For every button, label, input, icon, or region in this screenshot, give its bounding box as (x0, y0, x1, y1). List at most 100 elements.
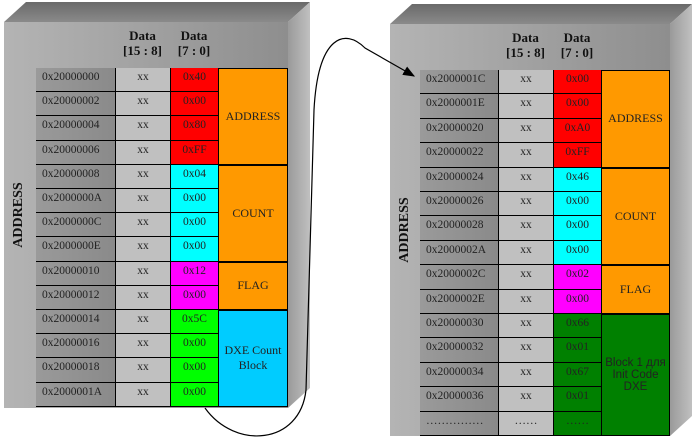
data-low-cell: 0x00 (553, 192, 601, 217)
data-high-cell: xx (115, 261, 170, 286)
data-high-cell: xx (498, 216, 553, 241)
address-cell: 0x20000030 (420, 314, 498, 339)
data-low-cell: …… (553, 411, 601, 436)
address-cell: 0x20000024 (420, 167, 498, 192)
data-high-cell: xx (115, 310, 170, 335)
data-low-cell: 0x12 (170, 261, 218, 286)
data-high-cell: xx (498, 70, 553, 95)
data-low-cell: 0xFF (553, 143, 601, 168)
data-low-cell: 0xFF (170, 140, 218, 165)
address-cell: 0x20000004 (36, 116, 115, 141)
data-low-cell: 0x00 (170, 237, 218, 262)
data-high-cell: xx (115, 285, 170, 310)
data-low-cell: 0x5C (170, 310, 218, 335)
data-high-cell: xx (115, 68, 170, 93)
data-high-cell: xx (498, 118, 553, 144)
data-low-cell: 0x00 (170, 189, 218, 214)
field-group-label: DXE Count Block (218, 310, 288, 407)
field-group-label: FLAG (601, 265, 670, 314)
axis-label: ADDRESS (11, 182, 26, 248)
data-low-cell: 0x04 (170, 164, 218, 189)
address-cell: 0x20000008 (36, 164, 115, 189)
data-low-cell: 0x67 (553, 362, 601, 388)
data-high-cell: xx (498, 265, 553, 290)
address-cell: 0x2000002C (420, 265, 498, 290)
data-low-cell: 0x66 (553, 314, 601, 339)
address-cell: 0x20000026 (420, 192, 498, 217)
address-cell: 0x2000001E (420, 94, 498, 119)
field-group-label: ADDRESS (601, 70, 670, 168)
address-cell: 0x20000028 (420, 216, 498, 241)
field-group-label: Block 1 для Init Code DXE (601, 314, 670, 436)
address-cell: 0x2000001A (36, 382, 115, 407)
address-cell: 0x20000018 (36, 358, 115, 383)
address-cell: 0x2000000E (36, 237, 115, 262)
data-high-cell: xx (498, 167, 553, 192)
data-low-cell: 0x00 (170, 92, 218, 117)
field-group-label: ADDRESS (218, 68, 288, 165)
data-low-cell: 0x01 (553, 387, 601, 412)
address-cell: 0x20000014 (36, 310, 115, 335)
field-group-label: COUNT (218, 164, 288, 262)
column-header-high: Data [15 : 8] (506, 30, 545, 60)
data-high-cell: xx (115, 213, 170, 238)
data-high-cell: xx (498, 314, 553, 339)
data-low-cell: 0x00 (170, 213, 218, 238)
data-high-cell: xx (115, 382, 170, 407)
address-cell: 0x20000012 (36, 285, 115, 310)
address-cell: 0x2000001C (420, 70, 498, 95)
data-high-cell: xx (115, 189, 170, 214)
data-low-cell: 0x80 (170, 116, 218, 141)
address-cell: 0x20000010 (36, 261, 115, 286)
data-high-cell: xx (115, 164, 170, 189)
data-low-cell: 0x00 (553, 216, 601, 241)
address-cell: …………… (420, 411, 498, 436)
data-low-cell: 0x46 (553, 167, 601, 192)
address-cell: 0x20000000 (36, 68, 115, 93)
data-low-cell: 0x00 (553, 94, 601, 119)
data-high-cell: xx (498, 289, 553, 314)
data-low-cell: 0x00 (170, 285, 218, 310)
address-cell: 0x20000032 (420, 338, 498, 363)
box-top-face (4, 2, 310, 22)
data-low-cell: 0x00 (553, 240, 601, 266)
data-high-cell: xx (498, 143, 553, 168)
data-high-cell: xx (498, 240, 553, 266)
data-high-cell: xx (115, 237, 170, 262)
data-high-cell: xx (498, 362, 553, 388)
address-cell: 0x20000036 (420, 387, 498, 412)
address-cell: 0x20000002 (36, 92, 115, 117)
data-low-cell: 0x00 (170, 334, 218, 359)
data-low-cell: 0x00 (553, 289, 601, 314)
address-cell: 0x2000000A (36, 189, 115, 214)
address-cell: 0x20000022 (420, 143, 498, 168)
column-header-low: Data [7 : 0] (560, 30, 594, 60)
data-high-cell: xx (115, 116, 170, 141)
address-cell: 0x20000016 (36, 334, 115, 359)
column-header-low: Data [7 : 0] (177, 28, 211, 58)
data-low-cell: 0x40 (170, 68, 218, 93)
data-high-cell: xx (115, 358, 170, 383)
address-cell: 0x20000034 (420, 362, 498, 388)
data-high-cell: xx (498, 94, 553, 119)
data-low-cell: 0x00 (553, 70, 601, 95)
data-low-cell: 0x01 (553, 338, 601, 363)
data-low-cell: 0x00 (170, 358, 218, 383)
data-high-cell: xx (115, 334, 170, 359)
address-cell: 0x2000002A (420, 240, 498, 266)
data-high-cell: xx (498, 387, 553, 412)
address-cell: 0x20000020 (420, 118, 498, 144)
box-side-face (288, 2, 310, 408)
data-low-cell: 0x02 (553, 265, 601, 290)
data-high-cell: …… (498, 411, 553, 436)
data-high-cell: xx (115, 92, 170, 117)
address-cell: 0x2000002E (420, 289, 498, 314)
field-group-label: FLAG (218, 261, 288, 310)
box-side-face (670, 4, 692, 436)
address-cell: 0x2000000C (36, 213, 115, 238)
axis-label: ADDRESS (397, 197, 412, 263)
address-cell: 0x20000006 (36, 140, 115, 165)
box-top-face (390, 4, 692, 24)
data-high-cell: xx (498, 338, 553, 363)
data-low-cell: 0xA0 (553, 118, 601, 144)
